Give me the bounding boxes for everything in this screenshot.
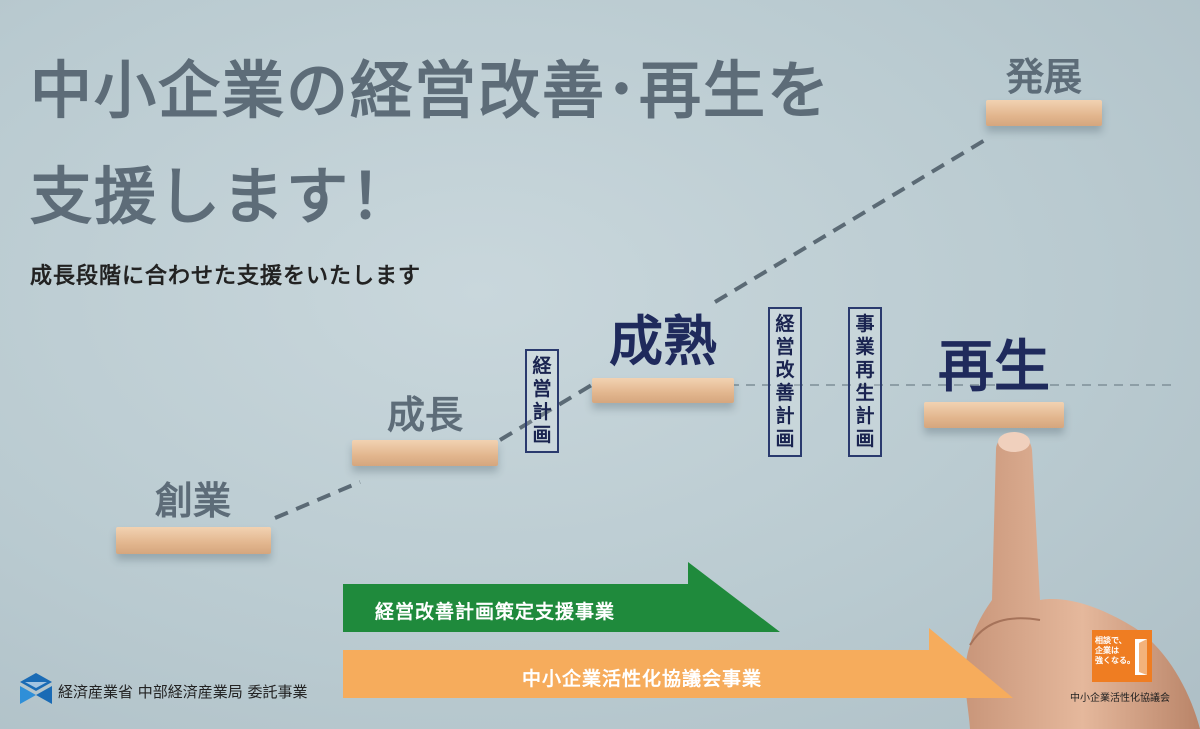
plan-char: 再 — [855, 359, 875, 381]
stage-saisei: 再生 — [938, 335, 1050, 400]
block-seicho — [352, 440, 498, 466]
logo-text-line: 企業は — [1095, 646, 1119, 655]
stage-seicho: 成長 — [386, 393, 463, 437]
plan-char: 計 — [855, 405, 875, 427]
green-arrow — [343, 562, 780, 632]
plan-char: 画 — [855, 428, 875, 450]
plan-char: 善 — [775, 382, 795, 404]
headline-line2: 支援します！ — [30, 160, 415, 233]
stage-sogyo: 創業 — [154, 479, 231, 523]
plan-box-keiei: 経 営 計 画 — [525, 349, 559, 453]
plan-char: 営 — [775, 336, 795, 358]
orange-arrow-label: 中小企業活性化協議会事業 — [522, 668, 763, 690]
plan-char: 生 — [855, 382, 875, 404]
council-logo: 相談で、 企業は 強くなる。 — [1092, 630, 1152, 682]
plan-char: 計 — [775, 405, 795, 427]
plan-box-saisei: 事 業 再 生 計 画 — [848, 307, 882, 457]
headline-line1: 中小企業の経営改善･再生を — [30, 54, 832, 127]
plan-char: 経 — [775, 313, 795, 335]
block-seijuku — [592, 378, 734, 403]
subtitle: 成長段階に合わせた支援をいたします — [30, 264, 422, 289]
meti-logo-icon — [20, 673, 52, 704]
plan-char: 改 — [775, 359, 795, 381]
plan-char: 営 — [532, 378, 552, 400]
block-saisei — [924, 402, 1064, 428]
door-icon — [1135, 639, 1147, 675]
block-hatten — [986, 100, 1102, 126]
council-caption: 中小企業活性化協議会 — [1070, 693, 1170, 704]
footer-ministry: 経済産業省 中部経済産業局 委託事業 — [58, 683, 308, 701]
stage-seijuku: 成熟 — [609, 310, 717, 373]
logo-text-line: 相談で、 — [1095, 636, 1127, 645]
green-arrow-label: 経営改善計画策定支援事業 — [375, 601, 616, 623]
block-sogyo — [116, 527, 271, 554]
plan-char: 業 — [855, 336, 875, 358]
plan-char: 経 — [532, 355, 552, 377]
stage-hatten: 発展 — [1005, 55, 1082, 99]
orange-arrow — [343, 628, 1013, 698]
plan-char: 画 — [775, 428, 795, 450]
plan-box-kaizen: 経 営 改 善 計 画 — [768, 307, 802, 457]
logo-text-line: 強くなる。 — [1095, 656, 1135, 665]
plan-char: 画 — [532, 424, 552, 446]
plan-char: 事 — [855, 313, 875, 335]
plan-char: 計 — [532, 401, 552, 423]
